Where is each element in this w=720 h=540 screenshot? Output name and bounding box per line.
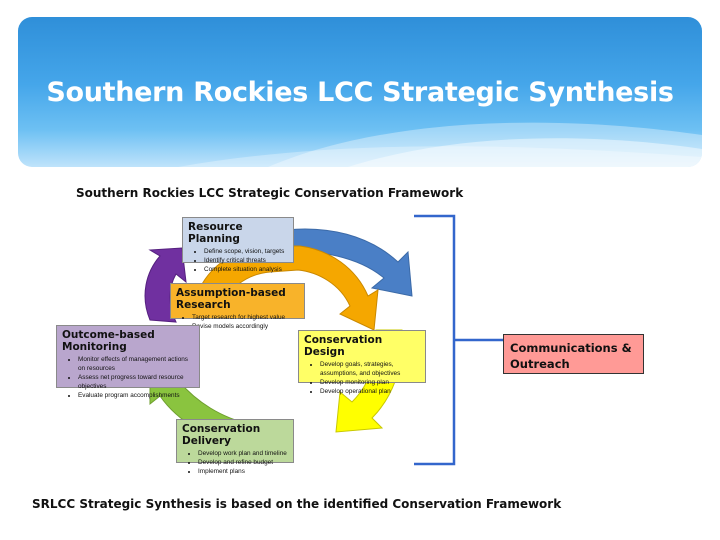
- outcome-monitoring-item: Monitor effects of management actions on…: [78, 355, 194, 373]
- outcome-monitoring-title: Outcome-based Monitoring: [62, 329, 155, 353]
- assumption-research-item: Target research for highest value: [192, 313, 299, 322]
- conservation-design-item: Develop goals, strategies, assumptions, …: [320, 360, 420, 378]
- resource-planning-item: Define scope, vision, targets: [204, 247, 288, 256]
- footer-caption: SRLCC Strategic Synthesis is based on th…: [32, 497, 562, 511]
- conservation-delivery-item: Develop and refine budget: [198, 458, 288, 467]
- resource-planning-item: Identify critical threats: [204, 256, 288, 265]
- framework-subtitle: Southern Rockies LCC Strategic Conservat…: [76, 186, 464, 200]
- page-title: Southern Rockies LCC Strategic Synthesis: [46, 77, 674, 108]
- box-outcome-monitoring: Outcome-based Monitoring Monitor effects…: [56, 325, 200, 399]
- assumption-research-item: Revise models accordingly: [192, 322, 299, 331]
- box-conservation-design: Conservation Design Develop goals, strat…: [298, 330, 426, 395]
- outcome-monitoring-item: Evaluate program accomplishments: [78, 391, 194, 400]
- outcome-monitoring-item: Assess net progress toward resource obje…: [78, 373, 194, 391]
- banner-wave-decoration: [178, 122, 702, 167]
- resource-planning-title: Resource Planning: [188, 221, 243, 245]
- conservation-delivery-item: Develop work plan and timeline: [198, 449, 288, 458]
- conservation-design-title: Conservation Design: [304, 334, 383, 358]
- conservation-delivery-title: Conservation Delivery: [182, 423, 261, 447]
- conservation-design-item: Develop monitoring plan: [320, 378, 420, 387]
- communications-outreach-box: Communications & Outreach: [503, 334, 644, 374]
- title-banner: Southern Rockies LCC Strategic Synthesis: [18, 17, 702, 167]
- box-assumption-research: Assumption-based Research Target researc…: [170, 283, 305, 330]
- bracket-line: [414, 214, 503, 466]
- resource-planning-item: Complete situation analysis: [204, 265, 288, 274]
- box-conservation-delivery: Conservation Delivery Develop work plan …: [176, 419, 294, 475]
- conservation-design-item: Develop operational plan: [320, 387, 420, 396]
- conservation-delivery-item: Implement plans: [198, 467, 288, 476]
- box-resource-planning: Resource Planning Define scope, vision, …: [182, 217, 294, 273]
- assumption-research-title: Assumption-based Research: [176, 287, 286, 311]
